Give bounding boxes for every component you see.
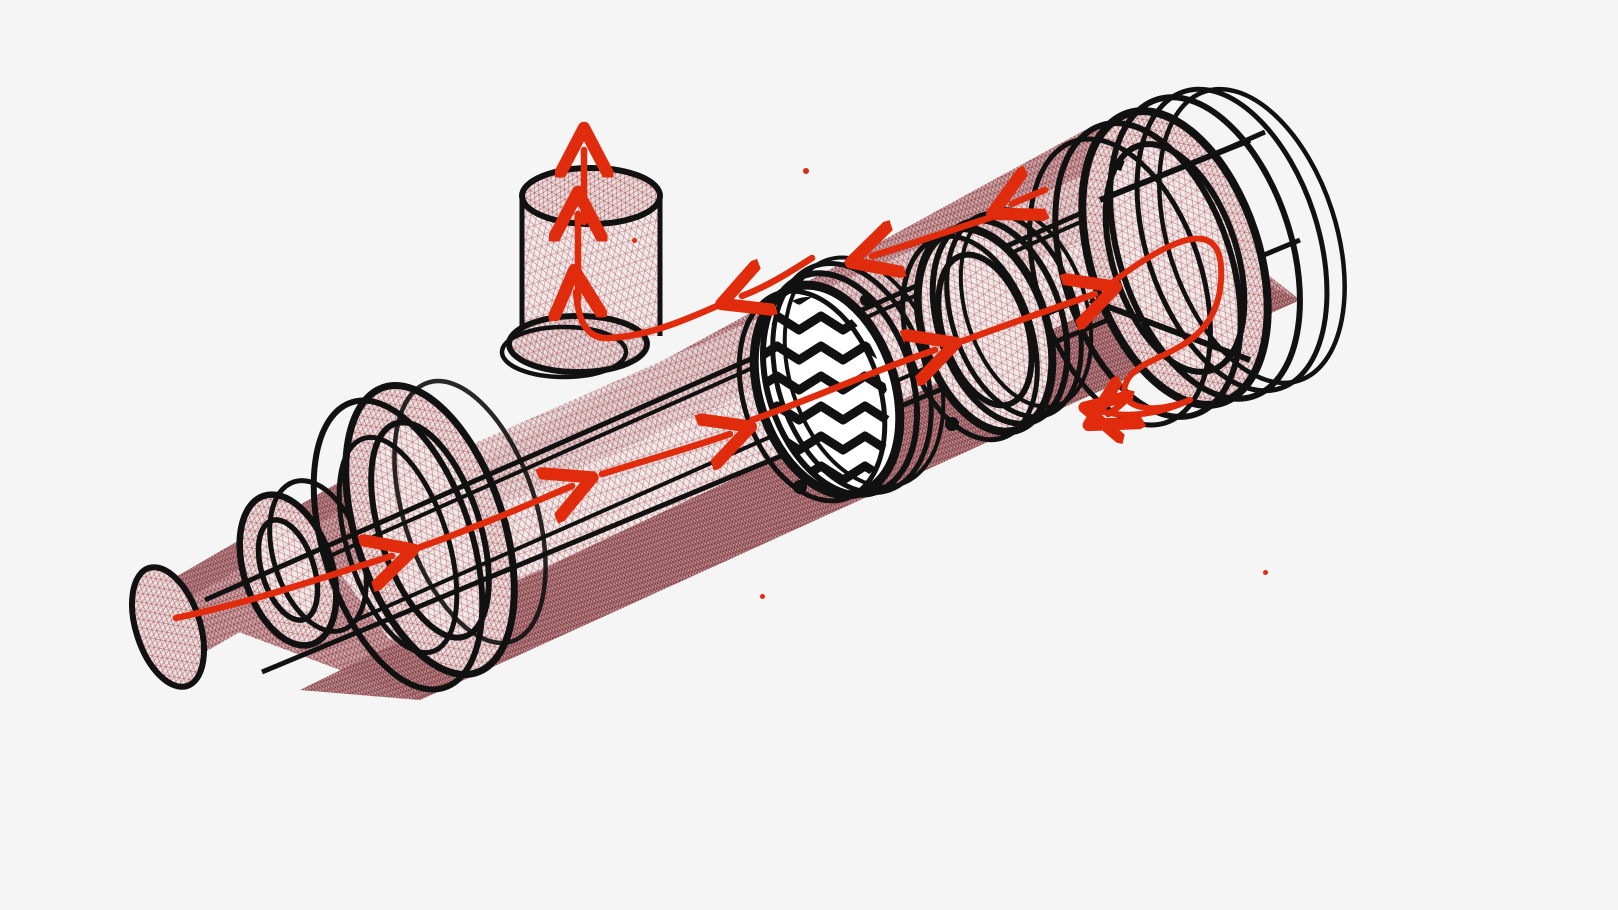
marker-dot-1: [803, 168, 809, 174]
arrow-to-branch: [742, 254, 816, 296]
arrow-through-ring: [956, 294, 1095, 346]
marker-dot-3: [759, 593, 765, 599]
arrow-to-baffle: [598, 434, 730, 478]
arrow-return-upper-2: [872, 212, 999, 256]
arrow-inlet: [172, 556, 392, 622]
arrow-chamber-1: [414, 486, 572, 552]
marker-dot-2: [631, 237, 637, 243]
marker-dot-4: [1262, 569, 1268, 575]
flow-arrow-layer: [172, 150, 1225, 622]
arrow-return-lower: [1108, 398, 1128, 414]
arrow-branch-curve: [576, 292, 730, 342]
arrow-through-baffle: [748, 350, 935, 424]
arrow-return-upper: [1012, 190, 1045, 204]
